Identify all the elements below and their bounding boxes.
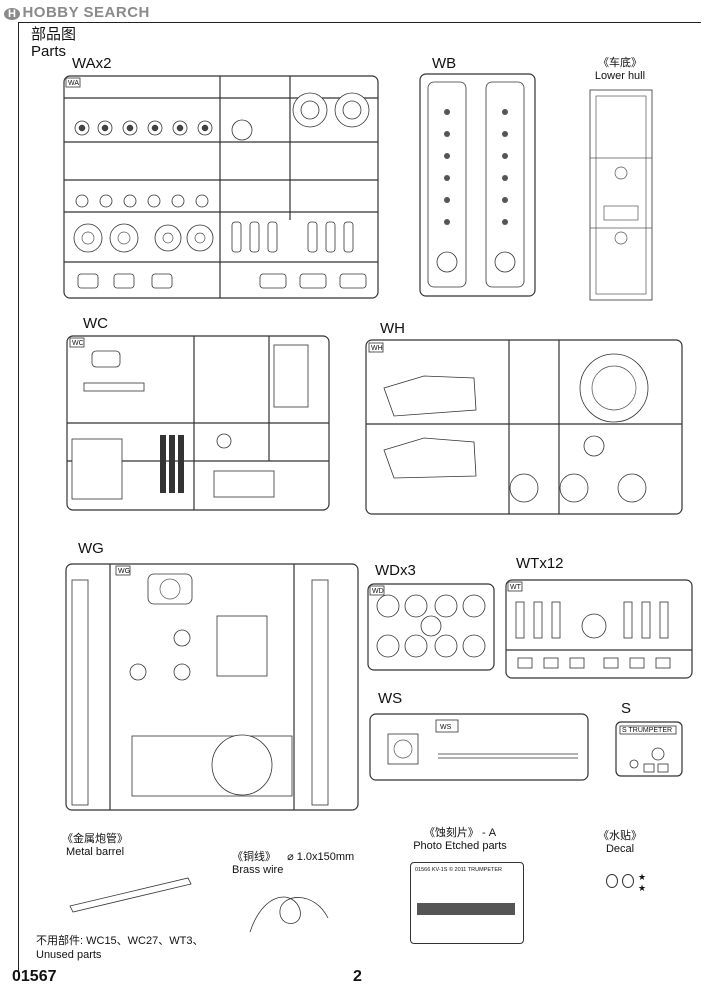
parts-header: 部品图 Parts: [31, 26, 76, 60]
sprue-wc-diagram: WC: [66, 335, 330, 511]
svg-text:WT: WT: [510, 584, 522, 591]
sprue-ws-diagram: WS: [369, 713, 589, 781]
unused-parts-note: 不用部件: WC15、WC27、WT3、 Unused parts: [36, 935, 204, 961]
product-code: 01567: [12, 968, 57, 985]
lower-hull-diagram: [589, 89, 653, 301]
sprue-label-wa: WAx2: [72, 55, 112, 72]
sprue-wt-diagram: WT: [505, 579, 693, 679]
sprue-label-wb: WB: [432, 55, 457, 72]
svg-text:WG: WG: [118, 568, 130, 575]
sprue-s-diagram: S TRUMPETER: [615, 721, 683, 777]
sprue-label-ws: WS: [378, 690, 403, 707]
svg-text:WD: WD: [372, 588, 384, 595]
decal-label: 《水贴》 Decal: [598, 830, 642, 855]
svg-text:WS: WS: [440, 724, 452, 731]
sprue-wb-diagram: [419, 73, 536, 297]
brass-wire-drawing: [249, 896, 329, 933]
svg-text:WH: WH: [371, 345, 383, 352]
page-number: 2: [353, 968, 362, 985]
sprue-label-wg: WG: [78, 540, 104, 557]
brass-wire-label: 《铜线》 ⌀ 1.0x150mm Brass wire: [232, 851, 355, 876]
photo-etched-plate: 01566 KV-1S © 2011 TRUMPETER: [410, 862, 524, 944]
lower-hull-label: 《车底》 Lower hull: [594, 57, 646, 82]
sprue-wg-diagram: WG: [65, 563, 359, 811]
sprue-label-s: S: [621, 700, 632, 717]
svg-text:WA: WA: [68, 80, 79, 87]
sprue-label-wd: WDx3: [375, 562, 416, 579]
sprue-label-wc: WC: [83, 315, 108, 332]
sprue-wd-diagram: WD: [367, 583, 495, 671]
sprue-wh-diagram: WH: [365, 339, 683, 515]
metal-barrel-label: 《金属炮管》 Metal barrel: [62, 833, 128, 858]
sprue-label-wh: WH: [380, 320, 405, 337]
svg-text:WC: WC: [72, 340, 84, 347]
sprue-label-wt: WTx12: [516, 555, 564, 572]
decal-stars: ★★: [638, 872, 647, 893]
page-frame: [18, 22, 701, 978]
photo-etched-label: 《蚀刻片》 - A Photo Etched parts: [413, 827, 507, 852]
parts-header-en: Parts: [31, 43, 67, 60]
metal-barrel-drawing: [69, 877, 192, 913]
svg-text:S TRUMPETER: S TRUMPETER: [622, 727, 672, 734]
parts-header-cn: 部品图: [31, 26, 77, 43]
decal-sheet: ★★: [598, 862, 660, 906]
sprue-wa-diagram: WA: [63, 75, 379, 299]
